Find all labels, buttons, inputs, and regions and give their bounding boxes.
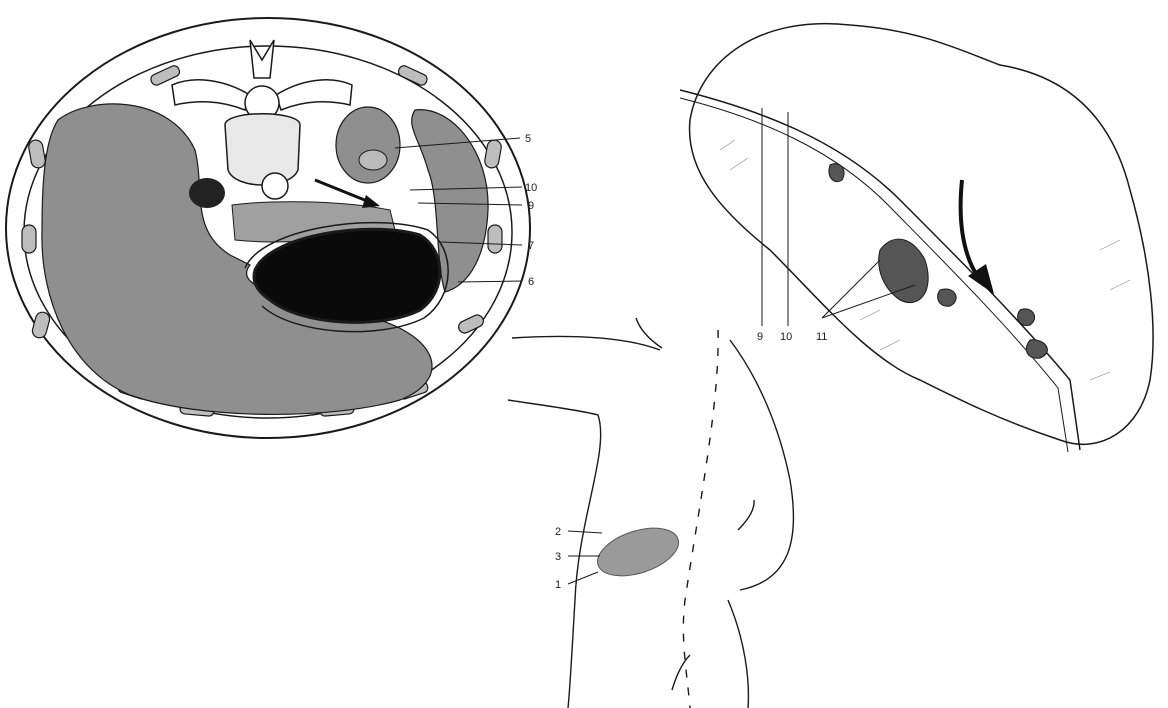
label-9-left: 9: [528, 200, 534, 212]
back-contour-lower: [728, 600, 748, 708]
label-3: 3: [555, 551, 561, 563]
cross-section-diagram: 5 10 9 7 6: [6, 18, 537, 438]
torso-leaders: [568, 531, 602, 584]
incision-site: [592, 519, 685, 585]
label-9-right: 9: [757, 331, 763, 343]
hip-fold: [672, 655, 690, 690]
shoulder-contour: [512, 336, 660, 350]
spine-dashed: [683, 330, 718, 708]
label-2: 2: [555, 526, 561, 538]
label-11: 11: [816, 331, 827, 343]
back-contour: [730, 340, 793, 590]
label-10-right: 10: [780, 331, 792, 343]
spleen-outline: [690, 24, 1154, 445]
label-5: 5: [525, 133, 531, 145]
label-7: 7: [528, 240, 534, 252]
label-10-left: 10: [525, 182, 537, 194]
aorta: [262, 173, 288, 199]
inferior-vena-cava: [189, 178, 225, 208]
spleen-hilum-diagram: 9 10 11: [680, 24, 1153, 452]
label-6: 6: [528, 276, 534, 288]
torso-diagram: [508, 318, 793, 708]
label-1: 1: [555, 579, 561, 591]
armpit-fold: [738, 500, 754, 530]
renal-pelvis: [359, 150, 387, 170]
left-kidney: [336, 107, 400, 183]
